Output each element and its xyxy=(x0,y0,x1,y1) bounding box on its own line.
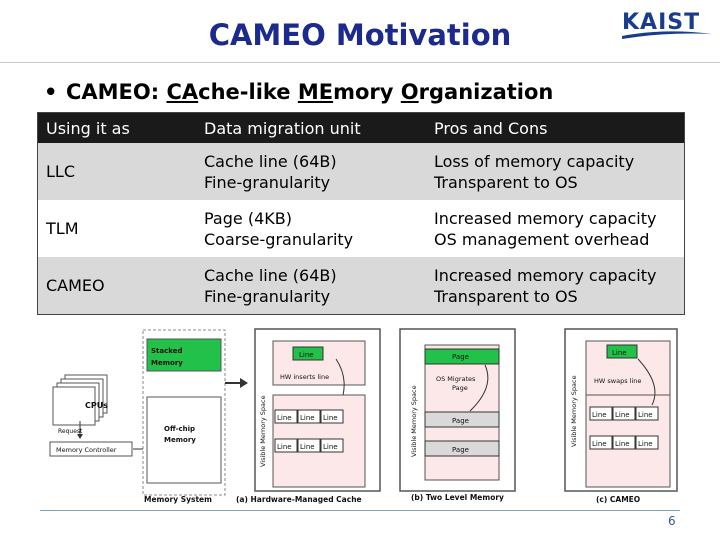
header-pros: Pros and Cons xyxy=(426,112,685,143)
svg-text:Line: Line xyxy=(638,440,653,448)
cell-unit: Cache line (64B)Fine-granularity xyxy=(196,143,426,200)
memory-controller-block xyxy=(49,441,133,457)
svg-text:Line: Line xyxy=(299,351,314,359)
title-divider xyxy=(0,62,720,63)
header-unit: Data migration unit xyxy=(196,112,426,143)
cameo-diagram: Visible Memory Space Line HW swaps line … xyxy=(564,328,678,504)
svg-text:Line: Line xyxy=(615,411,630,419)
header-use: Using it as xyxy=(37,112,196,143)
svg-text:Off-chip: Off-chip xyxy=(164,425,195,433)
svg-text:Line: Line xyxy=(323,414,338,422)
svg-text:(b) Two Level Memory: (b) Two Level Memory xyxy=(411,493,504,502)
footer-divider xyxy=(40,510,680,511)
cell-use: CAMEO xyxy=(37,257,196,315)
svg-text:Page: Page xyxy=(452,384,468,392)
cpus-block xyxy=(52,386,96,426)
svg-text:Line: Line xyxy=(277,414,292,422)
svg-text:Page: Page xyxy=(452,353,469,361)
cell-use: LLC xyxy=(37,143,196,200)
comparison-table: Using it as Data migration unit Pros and… xyxy=(37,112,685,315)
svg-text:(c) CAMEO: (c) CAMEO xyxy=(596,495,640,504)
svg-text:Page: Page xyxy=(452,446,469,454)
cell-unit: Cache line (64B)Fine-granularity xyxy=(196,257,426,315)
svg-text:Visible Memory Space: Visible Memory Space xyxy=(259,395,267,467)
logo-swoosh-icon xyxy=(622,31,712,39)
offchip-memory-block xyxy=(146,396,222,484)
memory-organization-figure: Stacked Memory Off-chip Memory CPUs Requ… xyxy=(40,325,680,507)
svg-text:Line: Line xyxy=(323,443,338,451)
svg-text:HW inserts line: HW inserts line xyxy=(280,373,329,381)
svg-text:Line: Line xyxy=(592,440,607,448)
svg-text:Memory: Memory xyxy=(164,436,196,444)
bullet-cameo: •CAMEO: CAche-like MEmory Organization xyxy=(44,80,554,104)
page-number: 6 xyxy=(668,514,676,528)
memory-system-diagram: Stacked Memory Off-chip Memory CPUs Requ… xyxy=(49,329,248,504)
table-row: CAMEO Cache line (64B)Fine-granularity I… xyxy=(37,257,685,315)
svg-text:Line: Line xyxy=(277,443,292,451)
slide-title: CAMEO Motivation xyxy=(208,18,512,52)
logo-text: KAIST xyxy=(622,10,701,35)
svg-text:Memory: Memory xyxy=(151,359,183,367)
stacked-memory-block xyxy=(146,338,222,372)
svg-text:Request: Request xyxy=(58,428,83,435)
cell-use: TLM xyxy=(46,219,79,238)
table-row: TLM Page (4KB)Coarse-granularity Increas… xyxy=(38,200,685,257)
svg-text:Line: Line xyxy=(300,443,315,451)
svg-text:CPUs: CPUs xyxy=(85,401,108,410)
svg-text:Memory Controller: Memory Controller xyxy=(56,446,117,454)
svg-text:Visible Memory Space: Visible Memory Space xyxy=(410,385,418,457)
svg-text:Visible Memory Space: Visible Memory Space xyxy=(570,375,578,447)
svg-text:HW swaps line: HW swaps line xyxy=(594,377,641,385)
svg-text:Memory System: Memory System xyxy=(144,495,212,504)
svg-text:Line: Line xyxy=(612,349,627,357)
svg-text:OS Migrates: OS Migrates xyxy=(436,375,476,383)
table-header-row: Using it as Data migration unit Pros and… xyxy=(37,112,685,143)
hw-cache-diagram: Visible Memory Space Line HW inserts lin… xyxy=(236,328,381,504)
kaist-logo: KAIST xyxy=(622,10,712,42)
svg-text:(a) Hardware-Managed Cache: (a) Hardware-Managed Cache xyxy=(236,495,362,504)
arrow-right-icon xyxy=(240,378,248,388)
two-level-memory-diagram: Visible Memory Space Page OS Migrates Pa… xyxy=(399,328,516,502)
svg-text:Page: Page xyxy=(452,417,469,425)
svg-text:Line: Line xyxy=(615,440,630,448)
svg-text:Line: Line xyxy=(300,414,315,422)
svg-text:Line: Line xyxy=(592,411,607,419)
bullet-dot: • xyxy=(44,80,58,104)
svg-text:Stacked: Stacked xyxy=(151,347,183,355)
table-row: LLC Cache line (64B)Fine-granularity Los… xyxy=(37,143,685,200)
cell-unit: Page (4KB)Coarse-granularity xyxy=(204,208,354,249)
svg-text:Line: Line xyxy=(638,411,653,419)
